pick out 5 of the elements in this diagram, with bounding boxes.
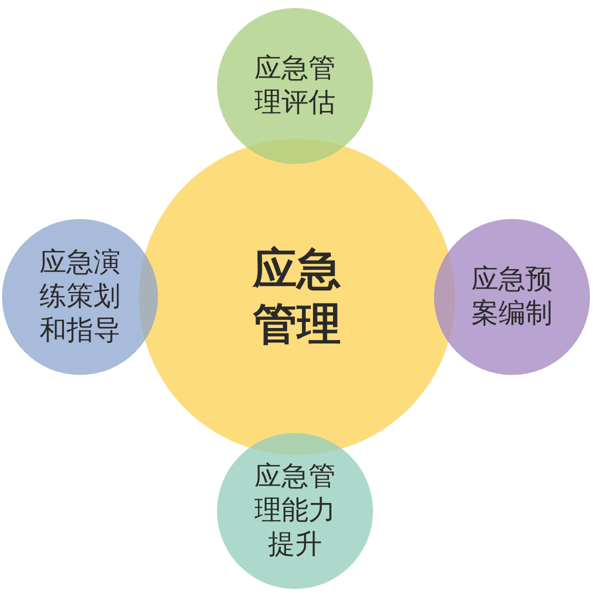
- node-label: 应急管理能力提升: [254, 460, 336, 562]
- node-label: 应急管理评估: [254, 52, 336, 120]
- node-label: 应急管理: [252, 243, 342, 352]
- node-label: 应急预案编制: [470, 263, 554, 331]
- node-label: 应急演练策划和指导: [38, 246, 122, 348]
